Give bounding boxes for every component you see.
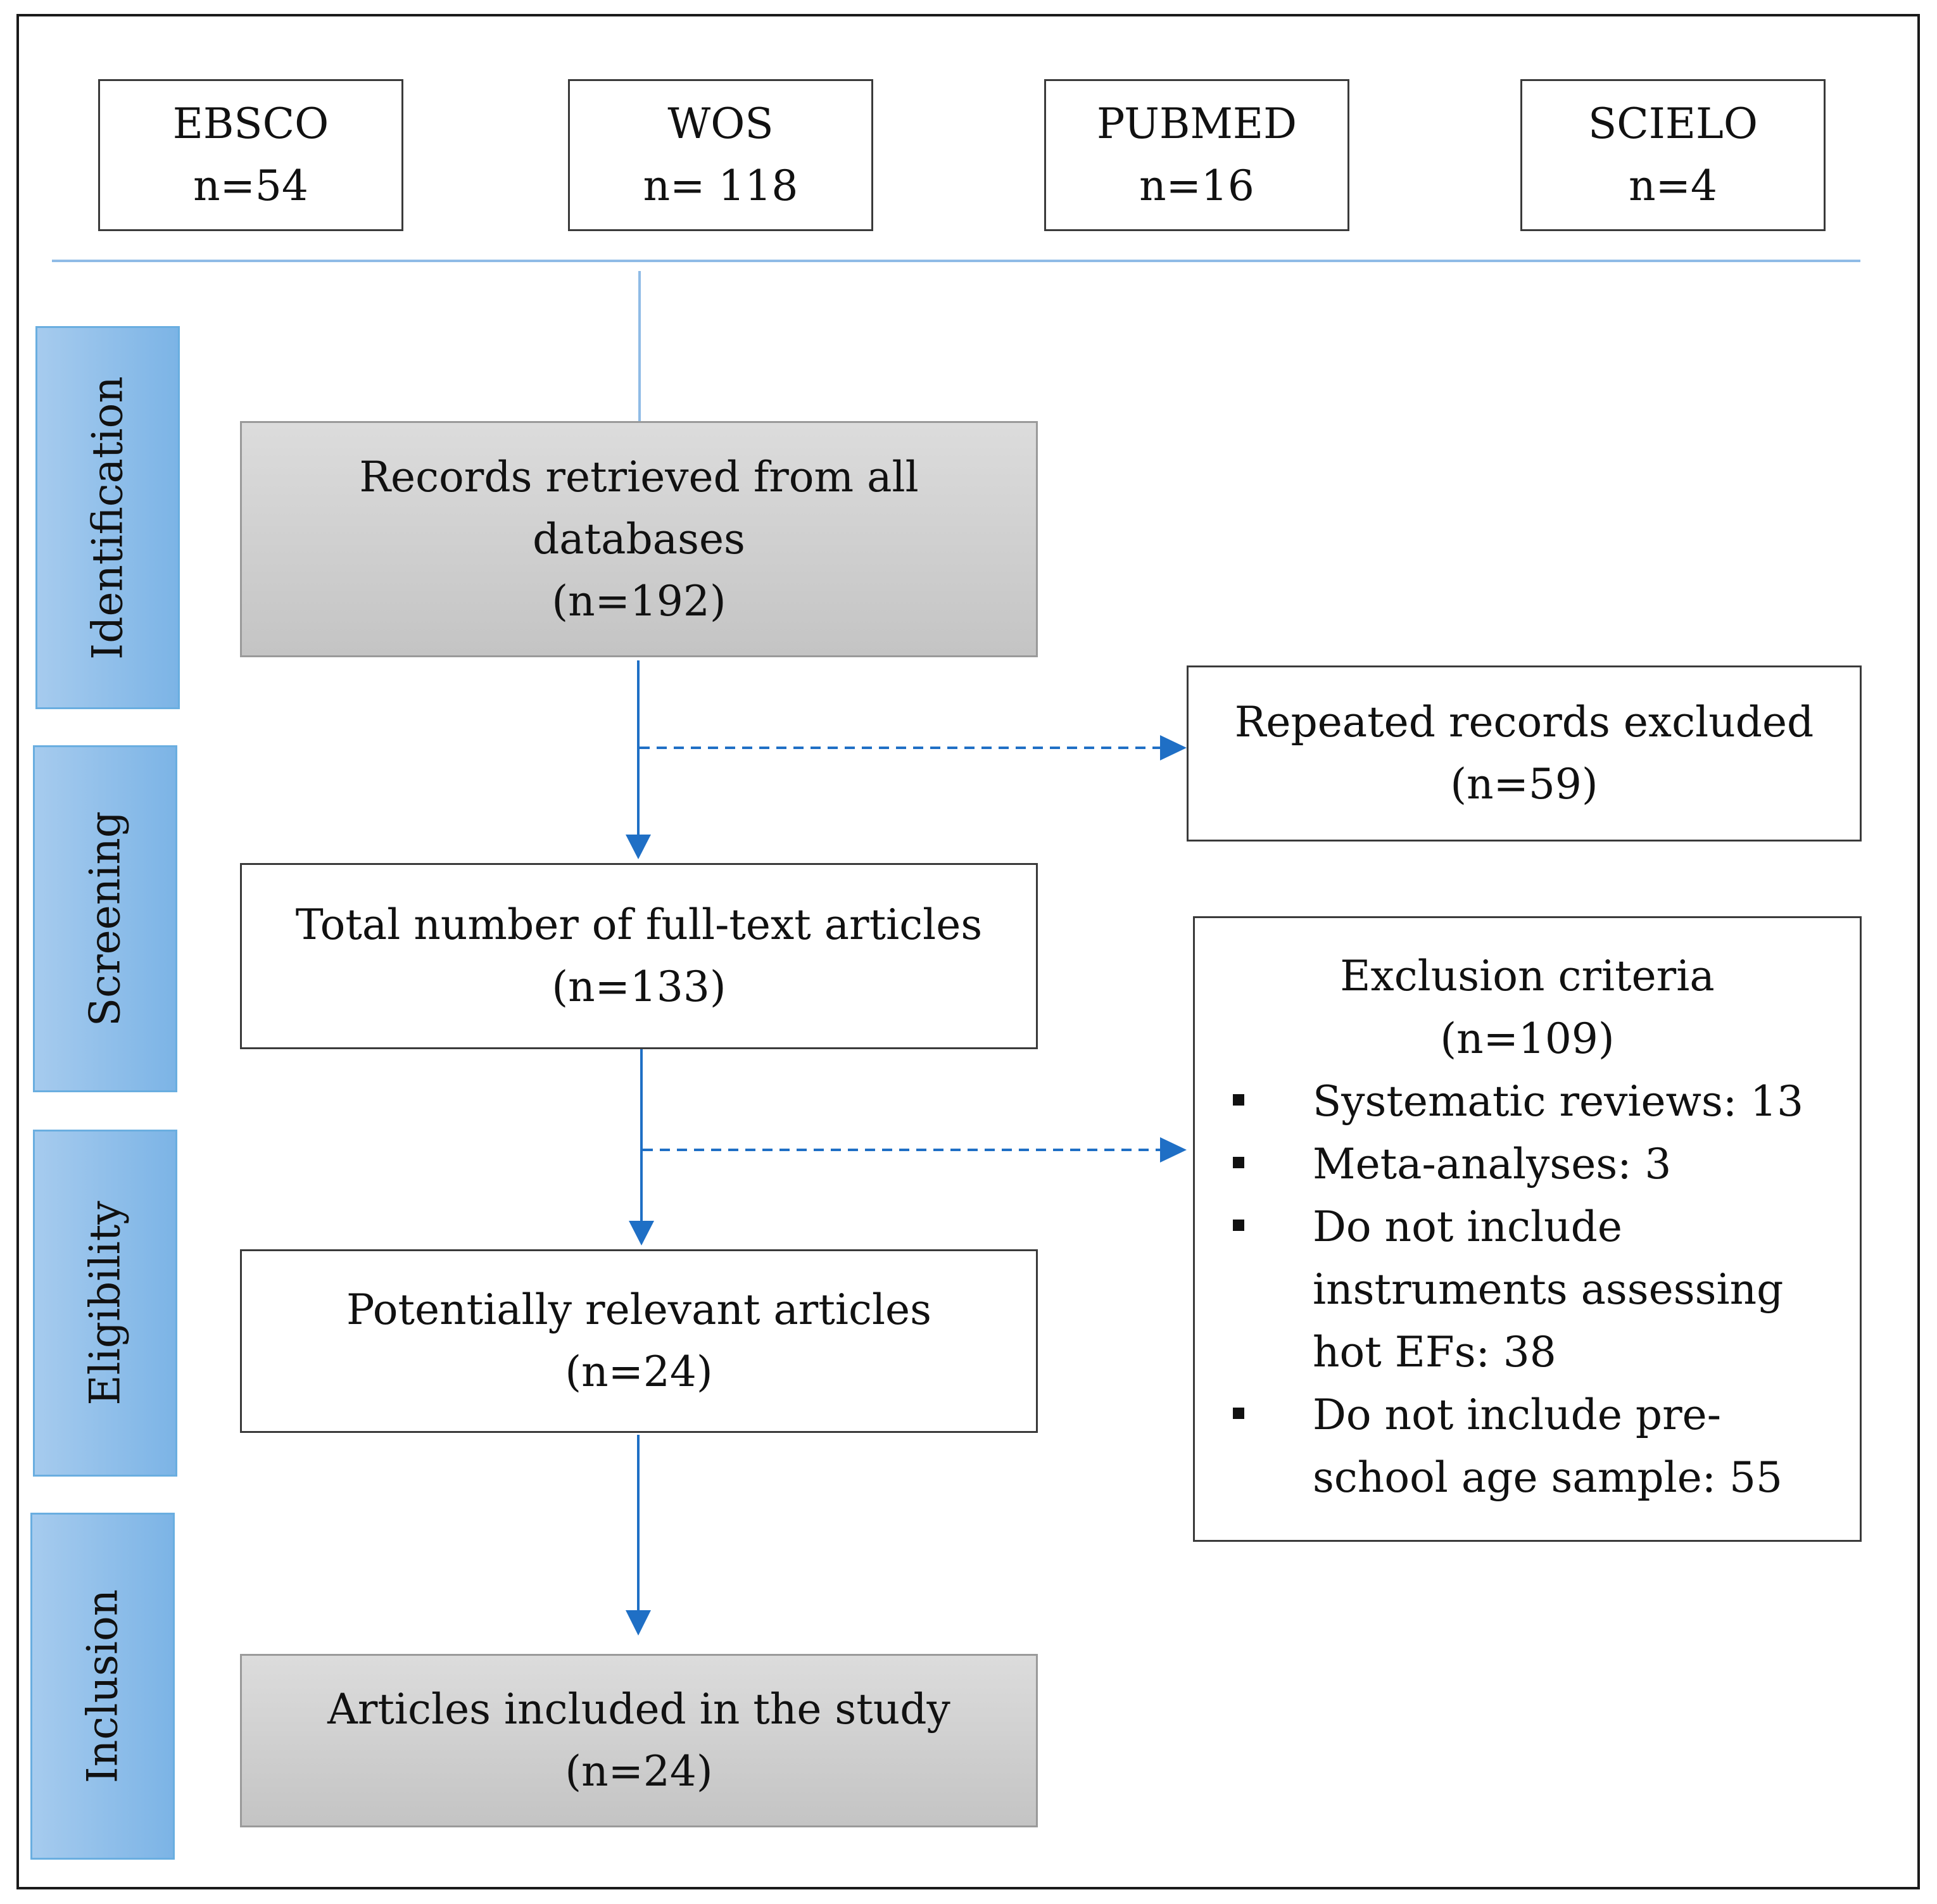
- box-text-line: Total number of full-text articles: [295, 900, 983, 949]
- arrowhead-right: [1160, 1137, 1187, 1163]
- box-count: (n=192): [552, 576, 726, 626]
- diagram-frame: [16, 14, 1920, 1889]
- phase-screening: Screening: [33, 745, 177, 1092]
- box-count: (n=24): [565, 1347, 713, 1396]
- box-count: (n=133): [552, 962, 726, 1011]
- database-box-scielo: SCIELO n=4: [1520, 79, 1826, 231]
- exclusion-item: Do not include pre-school age sample: 55: [1195, 1384, 1860, 1509]
- box-text-line: Records retrieved from all: [359, 452, 919, 501]
- arrowhead-down: [629, 1221, 654, 1245]
- box-text-line: databases: [533, 514, 745, 564]
- database-count: n=16: [1139, 161, 1254, 210]
- relevant-articles-box: Potentially relevant articles (n=24): [240, 1249, 1038, 1433]
- arrowhead-down: [626, 835, 651, 859]
- exclusion-item: Do not include instruments assessing hot…: [1195, 1195, 1860, 1384]
- database-name: EBSCO: [172, 99, 329, 148]
- database-name: PUBMED: [1096, 99, 1297, 148]
- box-text-line: Potentially relevant articles: [346, 1285, 931, 1334]
- box-count: (n=24): [565, 1747, 713, 1796]
- phase-eligibility: Eligibility: [33, 1130, 177, 1477]
- database-name: SCIELO: [1588, 99, 1758, 148]
- fulltext-articles-box: Total number of full-text articles (n=13…: [240, 863, 1038, 1049]
- exclusion-criteria-title: Exclusion criteria: [1340, 952, 1715, 1000]
- database-box-pubmed: PUBMED n=16: [1044, 79, 1349, 231]
- box-text-line: Repeated records excluded: [1234, 698, 1814, 747]
- database-count: n=54: [193, 161, 308, 210]
- database-box-ebsco: EBSCO n=54: [98, 79, 403, 231]
- phase-identification: Identification: [35, 326, 180, 709]
- database-count: n=4: [1629, 161, 1717, 210]
- exclusion-criteria-count: (n=109): [1440, 1014, 1615, 1063]
- repeated-records-box: Repeated records excluded (n=59): [1187, 665, 1862, 842]
- included-articles-box: Articles included in the study (n=24): [240, 1654, 1038, 1827]
- records-retrieved-box: Records retrieved from all databases (n=…: [240, 421, 1038, 657]
- arrowhead-right: [1160, 735, 1187, 760]
- exclusion-criteria-box: Exclusion criteria (n=109) Systematic re…: [1193, 916, 1862, 1542]
- database-count: n= 118: [643, 161, 798, 210]
- phase-inclusion: Inclusion: [30, 1513, 175, 1860]
- database-box-wos: WOS n= 118: [568, 79, 873, 231]
- exclusion-item: Systematic reviews: 13: [1195, 1070, 1860, 1133]
- exclusion-item: Meta-analyses: 3: [1195, 1133, 1860, 1195]
- database-name: WOS: [667, 99, 774, 148]
- box-text-line: Articles included in the study: [327, 1685, 950, 1734]
- arrowhead-down: [626, 1610, 651, 1636]
- exclusion-criteria-list: Systematic reviews: 13 Meta-analyses: 3 …: [1195, 1070, 1860, 1509]
- box-count: (n=59): [1450, 760, 1598, 809]
